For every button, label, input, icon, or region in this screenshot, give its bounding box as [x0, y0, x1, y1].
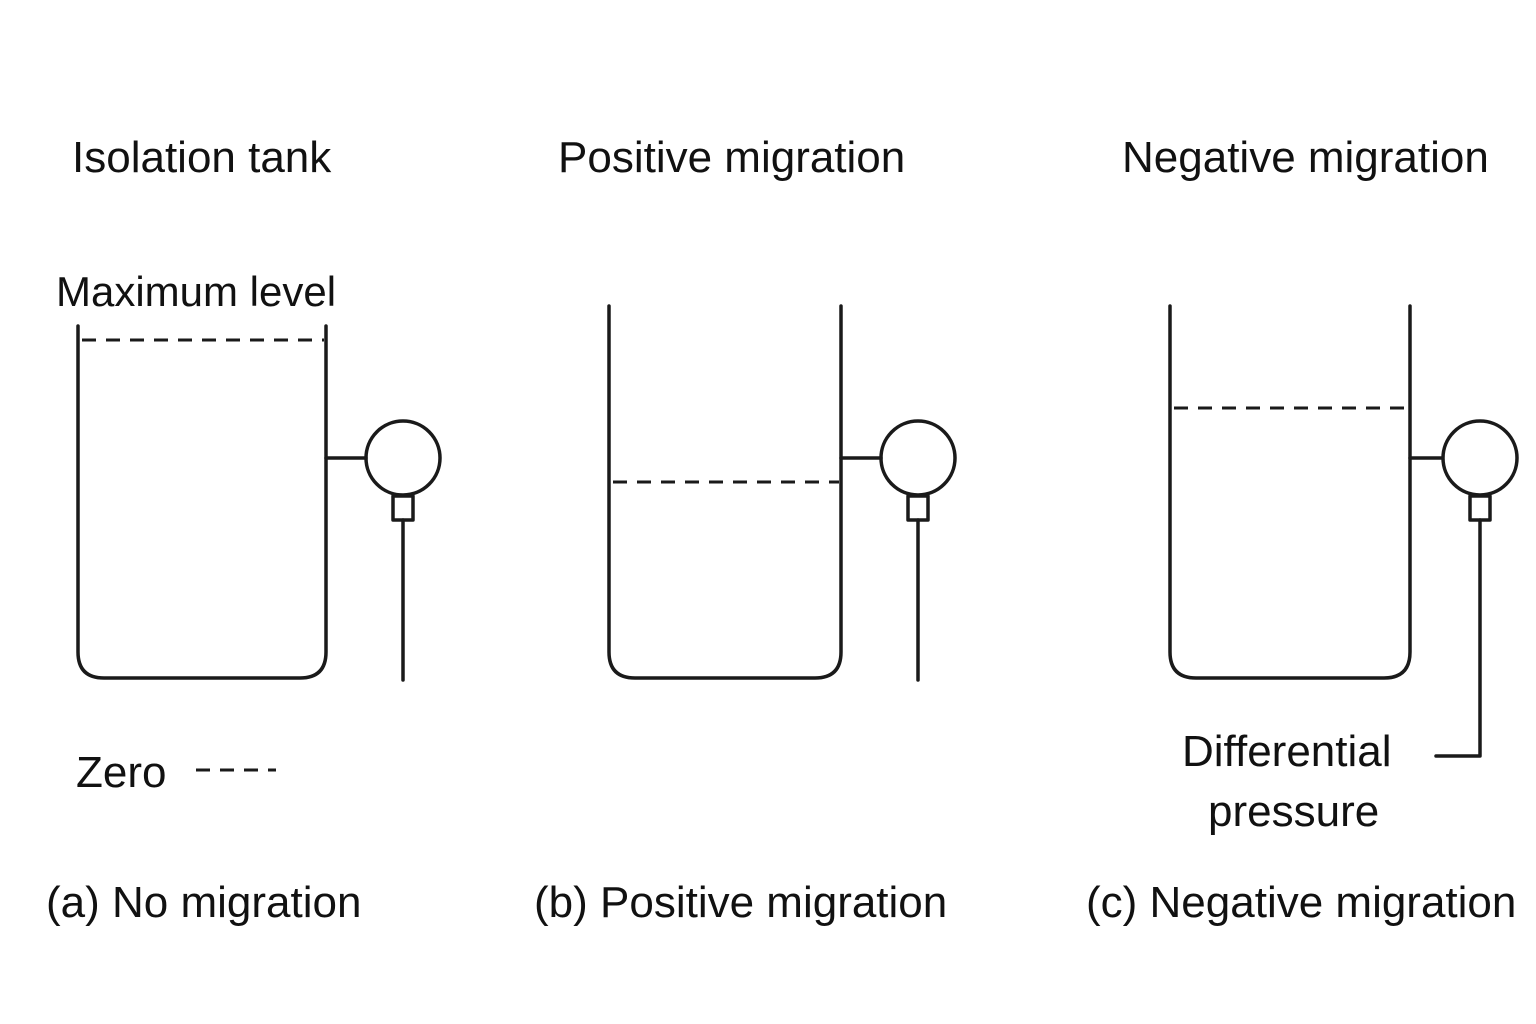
panel-b-heading: Positive migration — [558, 133, 905, 182]
gauge-b — [839, 419, 957, 682]
differential-pressure-label-line2: pressure — [1208, 787, 1379, 836]
panel-c-heading: Negative migration — [1122, 133, 1489, 182]
gauge-a-fitting — [391, 494, 415, 522]
gauge-c-fitting — [1468, 494, 1492, 522]
panel-negative-migration: Negative migration Differential pressure… — [1086, 133, 1519, 927]
panel-a-caption: (a) No migration — [46, 878, 361, 927]
differential-pressure-label-line1: Differential — [1182, 727, 1392, 776]
maximum-level-label: Maximum level — [56, 268, 336, 315]
tank-c-outline — [1168, 304, 1412, 680]
tank-a-outline — [76, 324, 328, 680]
gauge-b-dial-icon — [879, 419, 957, 497]
panel-c-caption: (c) Negative migration — [1086, 878, 1516, 927]
panel-positive-migration: Positive migration (b) Positive migratio… — [534, 133, 957, 927]
gauge-b-fitting — [906, 494, 930, 522]
panel-no-migration: Isolation tank Maximum level Zero (a) No… — [46, 133, 442, 927]
tank-b-outline — [607, 304, 843, 680]
panel-a-heading: Isolation tank — [72, 133, 332, 182]
gauge-a — [324, 419, 442, 682]
gauge-c-leader-line — [1434, 518, 1482, 758]
gauge-c-dial-icon — [1441, 419, 1519, 497]
gauge-c — [1408, 419, 1519, 758]
gauge-a-dial-icon — [364, 419, 442, 497]
panel-b-caption: (b) Positive migration — [534, 878, 947, 927]
zero-label: Zero — [76, 748, 166, 797]
